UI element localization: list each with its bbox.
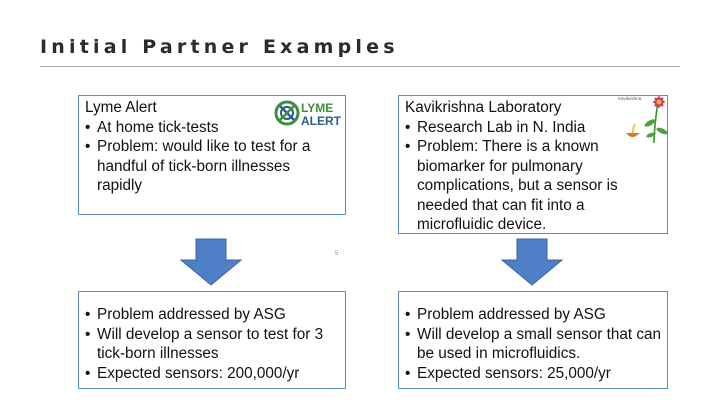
bullet-list: Problem addressed by ASG Will develop a … <box>405 305 661 383</box>
lyme-alert-solution-box: Problem addressed by ASG Will develop a … <box>78 291 346 389</box>
kavikrishna-solution-box: Problem addressed by ASG Will develop a … <box>398 291 668 389</box>
bullet-list: Research Lab in N. India Problem: There … <box>405 118 661 235</box>
box-heading: Kavikrishna Laboratory <box>405 99 562 116</box>
lyme-alert-box: Lyme Alert At home tick-tests Problem: w… <box>78 95 346 215</box>
logo-text-line1: LYME <box>301 101 333 115</box>
list-item: Problem: There is a known biomarker for … <box>405 137 661 235</box>
list-item: Problem: would like to test for a handfu… <box>85 137 339 196</box>
list-item: Will develop a sensor to test for 3 tick… <box>85 325 339 364</box>
slide-title: Initial Partner Examples <box>40 36 399 58</box>
list-item: Expected sensors: 25,000/yr <box>405 364 661 384</box>
title-divider <box>40 66 680 67</box>
down-arrow-icon <box>180 238 242 286</box>
list-item: Research Lab in N. India <box>405 118 661 138</box>
logo-caption: Kavikrishna <box>618 96 642 101</box>
lyme-alert-logo-icon: LYME ALERT <box>274 100 342 128</box>
box-heading: Lyme Alert <box>85 99 157 116</box>
list-item: Will develop a small sensor that can be … <box>405 325 661 364</box>
list-item: Problem addressed by ASG <box>85 305 339 325</box>
down-arrow-icon <box>501 238 563 286</box>
list-item: Expected sensors: 200,000/yr <box>85 364 339 384</box>
list-item: Problem addressed by ASG <box>405 305 661 325</box>
kavikrishna-logo-icon: Kavikrishna <box>618 96 668 144</box>
list-item: At home tick-tests <box>85 118 339 138</box>
kavikrishna-lab-box: Kavikrishna Laboratory Research Lab in N… <box>398 95 668 234</box>
bullet-list: Problem addressed by ASG Will develop a … <box>85 305 339 383</box>
bullet-list: At home tick-tests Problem: would like t… <box>85 118 339 196</box>
logo-text-line2: ALERT <box>301 114 342 128</box>
slide-mark: 5 <box>335 251 339 257</box>
